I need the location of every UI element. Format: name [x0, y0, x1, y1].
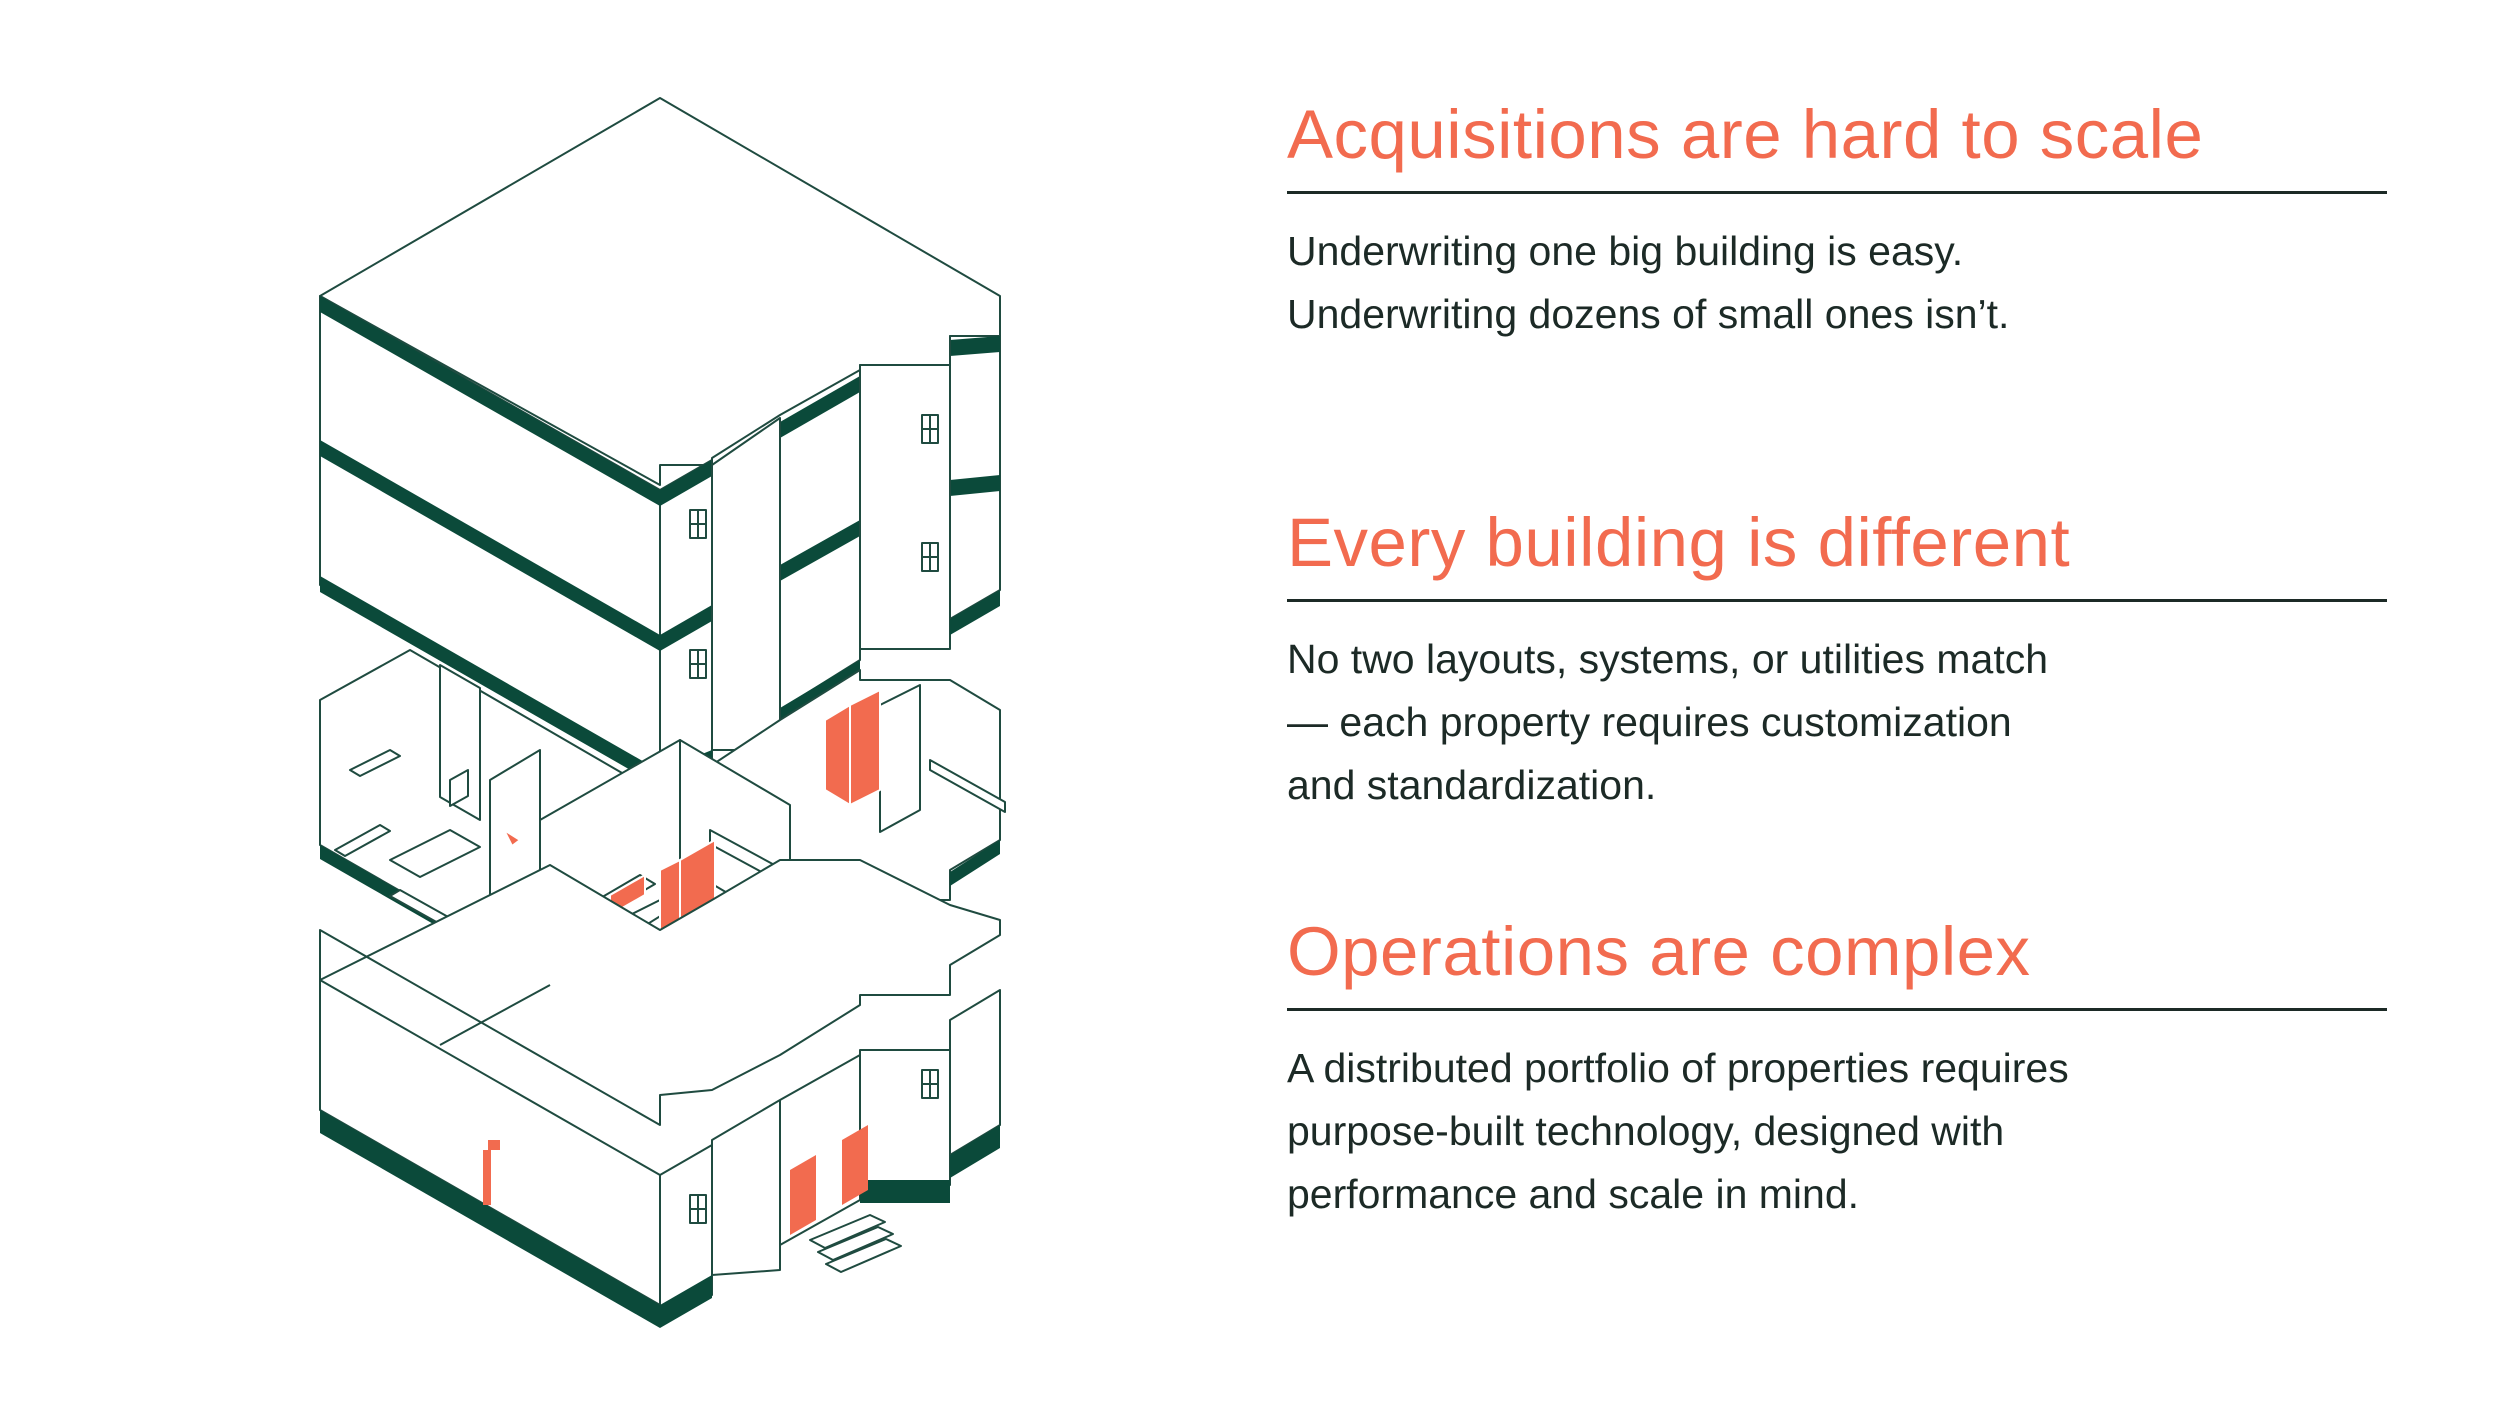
- exploded-building-icon: [319, 97, 1006, 1328]
- roof-band-left: [320, 296, 660, 506]
- ground-band-right-2: [860, 1180, 950, 1203]
- top-building-block: [319, 97, 1001, 811]
- divider: [1287, 1008, 2387, 1011]
- stairs-icon: [809, 1214, 902, 1273]
- ground-band-left: [320, 1110, 660, 1328]
- floor-plate-edge-right-3: [950, 840, 1000, 886]
- divider: [1287, 599, 2387, 602]
- roof-band-right: [660, 460, 712, 506]
- section-body-line: performance and scale in mind.: [1287, 1171, 1860, 1217]
- window-icon: [689, 414, 939, 679]
- mid-band-left: [320, 440, 660, 651]
- section-heading: Operations are complex: [1287, 913, 2031, 990]
- section-body-line: purpose-built technology, designed with: [1287, 1108, 2005, 1154]
- door-icon: [790, 1125, 868, 1235]
- section-body: A distributed portfolio of properties re…: [1287, 1037, 2387, 1226]
- divider: [1287, 191, 2387, 194]
- section-body-line: — each property requires customization: [1287, 699, 2012, 745]
- ground-floor-block: [319, 859, 1001, 1328]
- mid-band-right-2: [780, 520, 860, 581]
- section-body-line: Underwriting one big building is easy.: [1287, 228, 1964, 274]
- utility-meter-icon: [483, 1140, 500, 1205]
- ground-band-right-3: [950, 1125, 1000, 1178]
- ground-band-right: [660, 1275, 712, 1328]
- mid-band-right: [660, 605, 712, 651]
- section-body: Underwriting one big building is easy. U…: [1287, 220, 2387, 346]
- section-body-line: Underwriting dozens of small ones isn’t.: [1287, 291, 2010, 337]
- section-heading: Every building is different: [1287, 504, 2071, 581]
- roof-band-right-3: [950, 336, 1000, 356]
- roof-band-right-2: [780, 376, 860, 438]
- base-band-right-3: [950, 590, 1000, 635]
- section-operations: Operations are complex A distributed por…: [1287, 917, 2387, 1226]
- section-body-line: A distributed portfolio of properties re…: [1287, 1045, 2069, 1091]
- section-body-line: and standardization.: [1287, 762, 1657, 808]
- section-buildings-different: Every building is different No two layou…: [1287, 508, 2387, 817]
- section-acquisitions: Acquisitions are hard to scale Underwrit…: [1287, 100, 2387, 346]
- section-body: No two layouts, systems, or utilities ma…: [1287, 628, 2387, 817]
- window-icon: [689, 1069, 939, 1224]
- mid-band-right-3: [950, 475, 1000, 496]
- section-body-line: No two layouts, systems, or utilities ma…: [1287, 636, 2049, 682]
- section-heading: Acquisitions are hard to scale: [1287, 96, 2204, 173]
- ground-roof: [319, 859, 1001, 1126]
- base-band-left: [320, 576, 660, 787]
- exploded-building-illustration: [250, 60, 1070, 1360]
